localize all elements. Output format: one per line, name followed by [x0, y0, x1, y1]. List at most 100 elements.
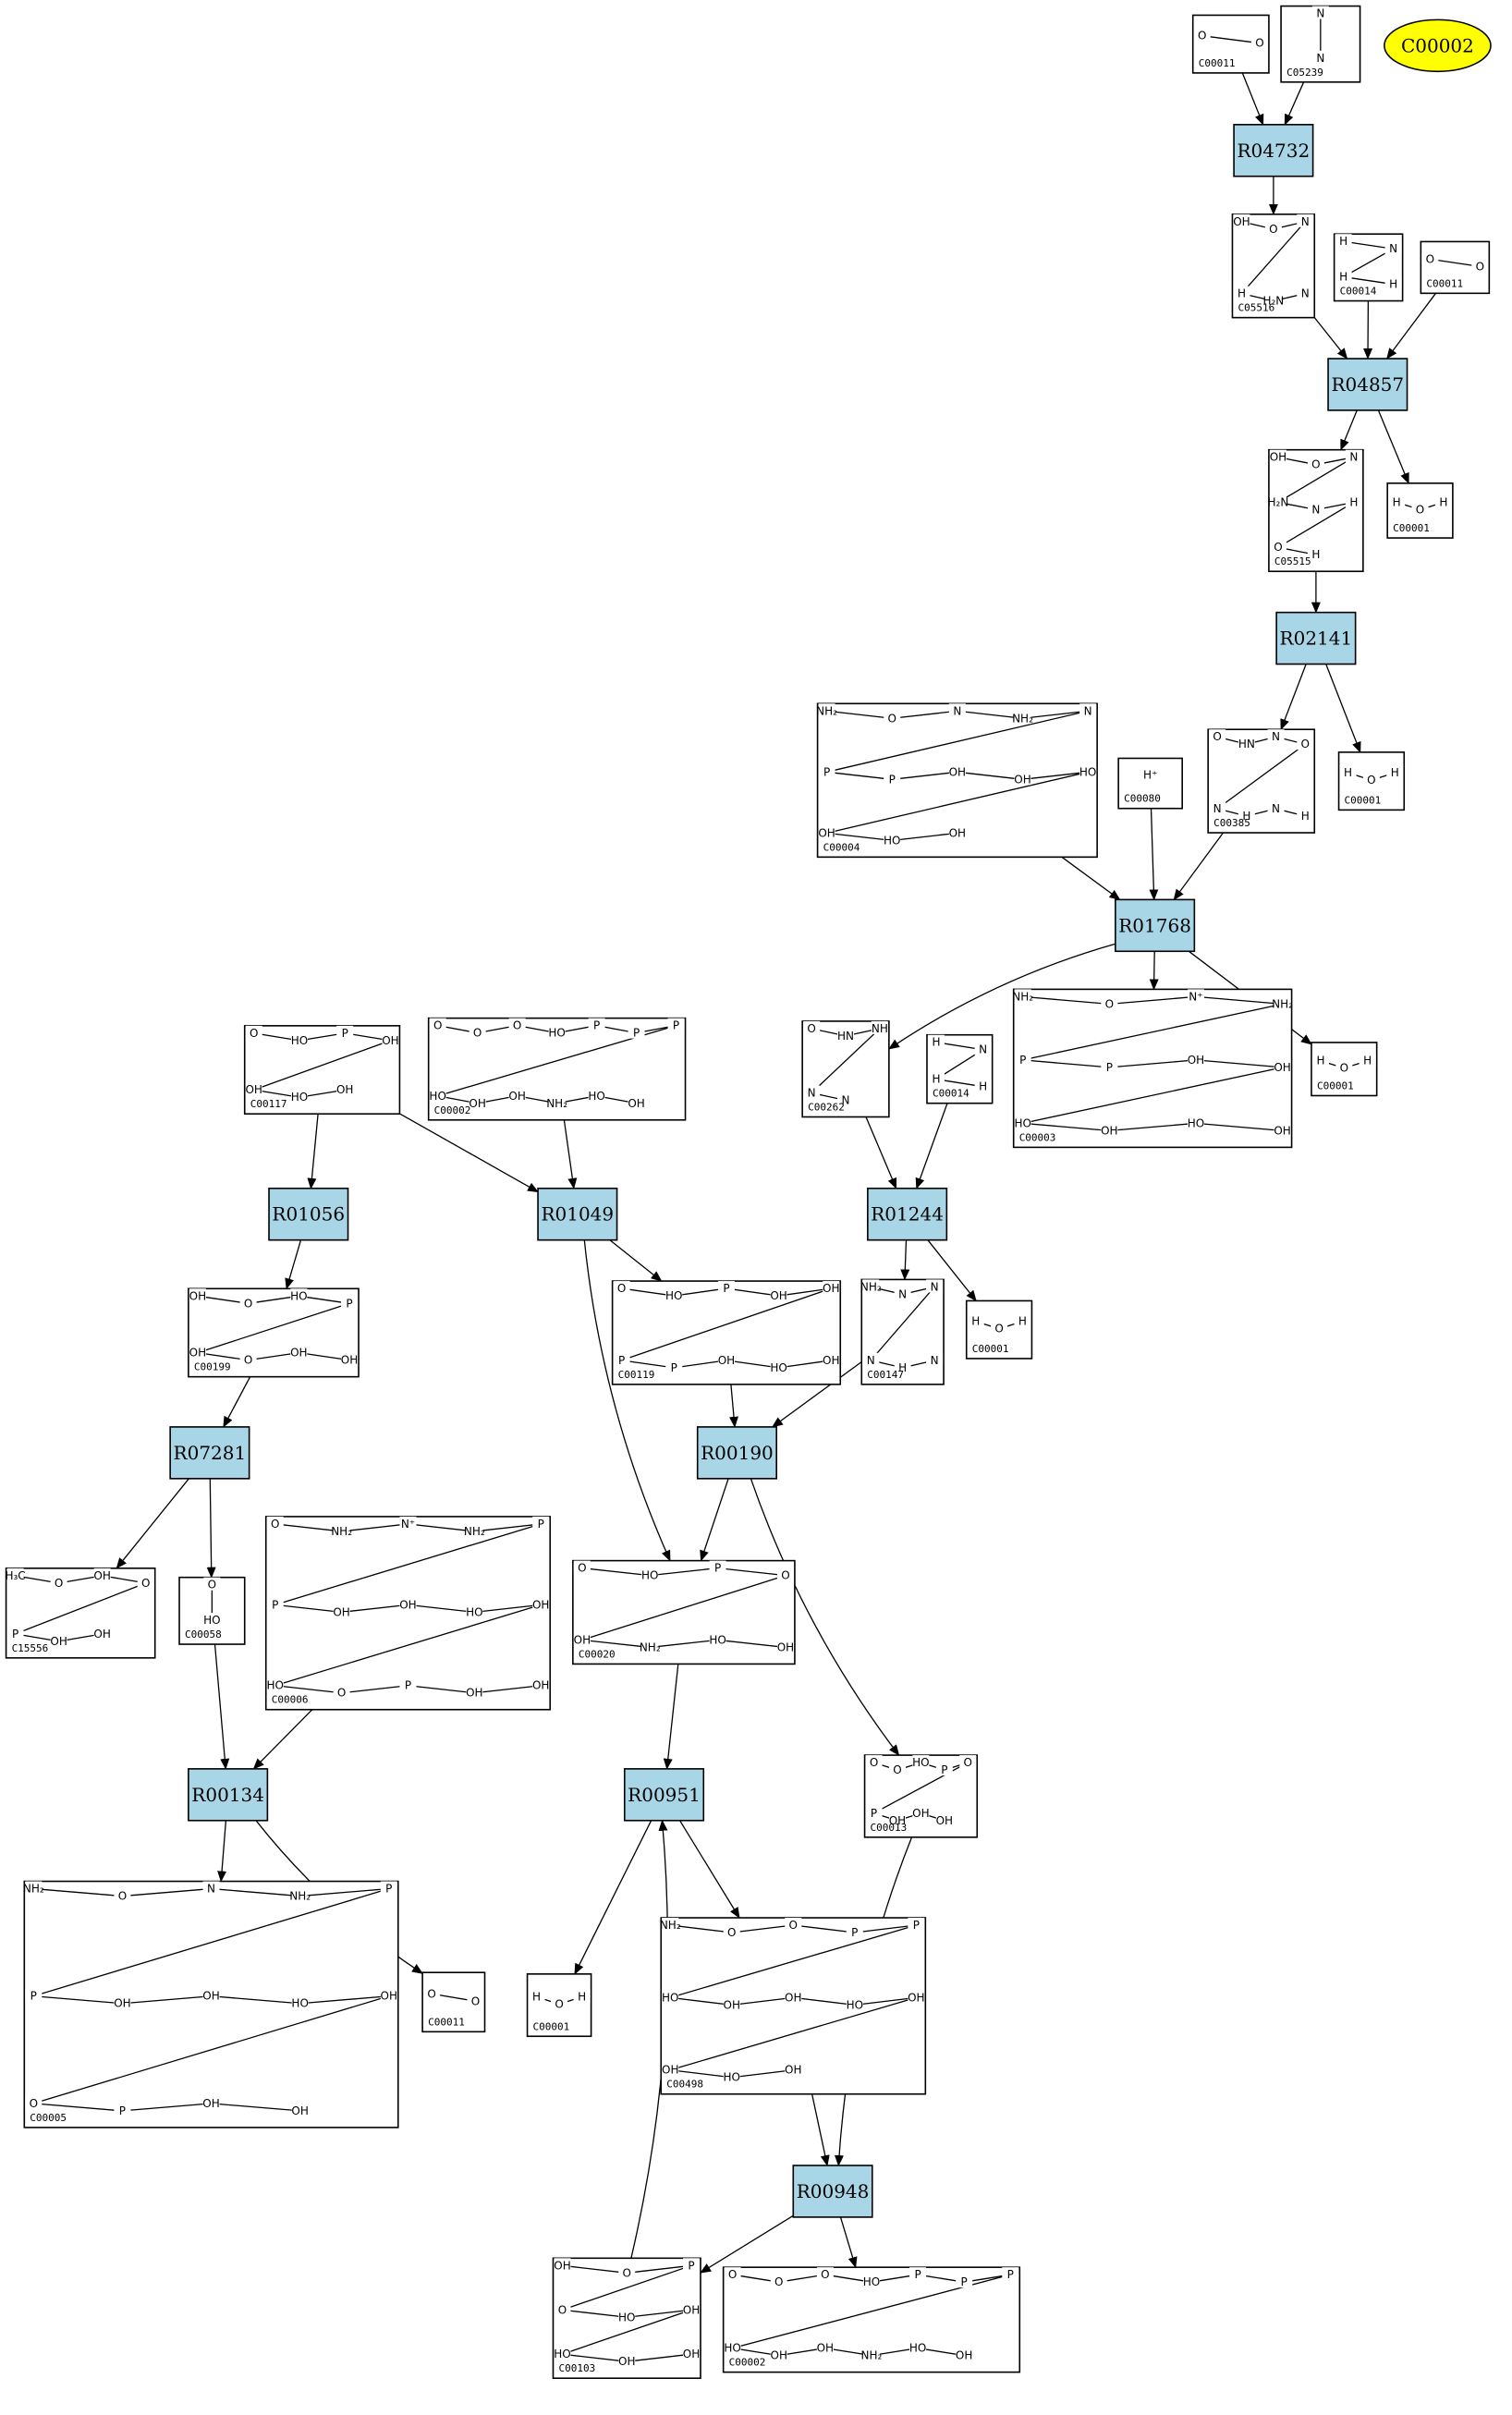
atom-label: N [1213, 802, 1222, 815]
bond-line [793, 1996, 855, 2006]
atom-label: O [893, 1763, 901, 1776]
reaction-node[interactable]: R01049 [537, 1187, 618, 1241]
reaction-node[interactable]: R07281 [169, 1426, 250, 1480]
atom-label: P [823, 765, 830, 778]
atom-bg [974, 1079, 992, 1092]
bond-line [474, 1604, 542, 1613]
bond-line [627, 2353, 692, 2362]
reaction-node[interactable]: R00951 [623, 1768, 705, 1822]
atom-bg [25, 1881, 43, 1895]
reaction-node[interactable]: R00948 [792, 2165, 873, 2218]
reaction-node[interactable]: R00190 [696, 1426, 777, 1480]
atom-bg [862, 1279, 880, 1293]
bond-line [1022, 771, 1089, 780]
atom-label: HO [641, 1569, 658, 1582]
atom-bg [1269, 449, 1286, 463]
atom-bg [1345, 494, 1362, 508]
atom-bg [399, 1677, 417, 1691]
atom-bg [466, 1685, 483, 1699]
atom-label: OH [1014, 773, 1030, 786]
atom-bg [429, 1018, 446, 1031]
atom-bg [1434, 494, 1452, 508]
atom-bg [682, 2258, 700, 2272]
atom-bg [948, 764, 966, 778]
atom-label: N [1084, 704, 1092, 717]
atom-bg [717, 1352, 735, 1366]
atom-label: H [932, 1036, 940, 1049]
atom-bg [50, 1575, 67, 1589]
highlight-ellipse [1384, 18, 1492, 73]
atom-label: NH₂ [546, 1097, 567, 1110]
atom-label: H [1242, 810, 1250, 823]
atom-label: HO [1079, 765, 1096, 778]
atom-bg [837, 1092, 855, 1106]
atom-label: H [1344, 766, 1352, 779]
atom-label: N [931, 1280, 939, 1293]
atom-bg [1014, 989, 1031, 1003]
reaction-node[interactable]: R01244 [867, 1187, 948, 1241]
reaction-node[interactable]: R04732 [1233, 124, 1314, 177]
atom-bg [816, 2267, 834, 2281]
reaction-node[interactable]: R01768 [1115, 898, 1196, 953]
atom-bg [912, 1805, 930, 1819]
atom-label: OH [93, 1628, 110, 1640]
bond-line [1201, 35, 1261, 44]
atom-label: NH₂ [1012, 712, 1033, 725]
bond-line [211, 2103, 300, 2112]
atom-label: N [842, 1094, 850, 1107]
atom-label: OH [1274, 1124, 1290, 1137]
atom-label: OH [956, 2349, 972, 2362]
atom-label: HO [662, 1991, 678, 2004]
atom-label: H₂N [1262, 295, 1284, 308]
atom-bg [1311, 1053, 1329, 1067]
bond-line [726, 1287, 779, 1297]
atom-bg [203, 1577, 221, 1591]
bond-line [731, 2069, 794, 2079]
bond-line [670, 1996, 732, 2006]
atom-bg [114, 1888, 131, 1902]
compound-box [264, 1516, 552, 1711]
bond-line [15, 1582, 146, 1635]
reaction-node[interactable]: R04857 [1327, 358, 1408, 411]
reaction-node[interactable]: R00134 [188, 1768, 269, 1822]
atom-bg [290, 1288, 308, 1302]
reaction-node[interactable]: R01056 [268, 1187, 349, 1241]
reaction-node[interactable]: R02141 [1275, 611, 1357, 665]
highlight-node[interactable]: C00002 [1384, 18, 1492, 73]
atom-label: OH [114, 1997, 130, 2010]
atom-bg [245, 1082, 262, 1096]
compound-node[interactable]: H⁺C00080 [1117, 757, 1184, 810]
atom-label: HO [709, 1633, 726, 1646]
